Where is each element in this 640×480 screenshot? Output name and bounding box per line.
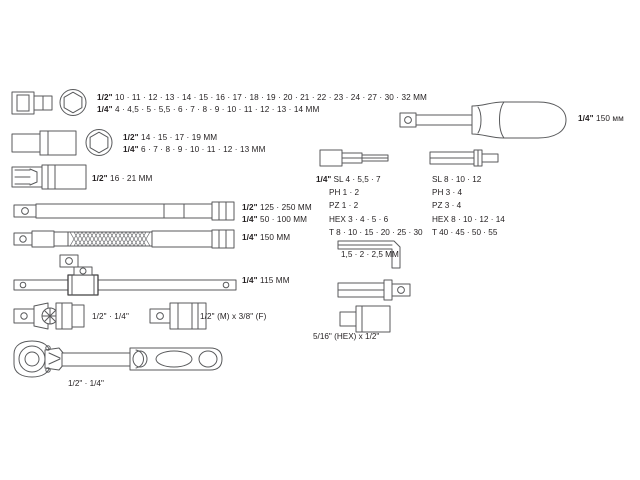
short-bit-row-ph: PH 1 · 2 — [329, 188, 360, 198]
socket-adapter-icon — [148, 300, 210, 332]
flexible-extension-spec: 1/4" 150 MM — [242, 232, 290, 244]
standard-socket-size-half: 1/2" — [97, 93, 113, 102]
bit-screwdriver-handle-icon — [398, 100, 570, 140]
deep-socket-size-quarter: 1/4" — [123, 144, 139, 154]
extension-bar-size-half: 1/2" — [242, 203, 258, 212]
short-bit-spec: 1/4" SL 4 · 5,5 · 7 PH 1 · 2 PZ 1 · 2 HE… — [316, 173, 423, 239]
flexible-extension-bar-icon — [12, 228, 236, 250]
deep-socket-end-view-icon — [84, 127, 114, 158]
extension-bar-values-half: 125 · 250 MM — [260, 203, 312, 212]
deep-socket-size-half: 1/2" — [123, 133, 139, 142]
sliding-t-bar-spec: 1/4" 115 MM — [242, 275, 290, 287]
long-bit-row-pz: PZ 3 · 4 — [432, 201, 462, 211]
bit-holder-icon — [336, 278, 412, 302]
extension-bar-icon — [12, 200, 236, 222]
sliding-t-bar-values: 115 MM — [260, 276, 290, 285]
hex-key-label: 1,5 · 2 · 2,5 MM — [341, 250, 399, 259]
spark-plug-socket-size: 1/2" — [92, 174, 108, 183]
universal-joint-label: 1/2" · 1/4" — [92, 312, 129, 321]
short-bit-row-pz: PZ 1 · 2 — [329, 201, 359, 211]
screwdriver-spec: 1/4" 150 мм — [578, 113, 624, 125]
short-bit-row-torx: T 8 · 10 · 15 · 20 · 25 · 30 — [329, 227, 423, 237]
standard-socket-size-quarter: 1/4" — [97, 104, 113, 114]
standard-socket-end-view-icon — [58, 87, 88, 118]
short-bit-row-sl: SL 4 · 5,5 · 7 — [333, 175, 381, 184]
extension-bar-spec: 1/2" 125 · 250 MM 1/4" 50 · 100 MM — [242, 202, 312, 225]
universal-joint-icon — [12, 300, 86, 332]
sliding-t-bar-size: 1/4" — [242, 276, 258, 285]
short-bit-row-hex: HEX 3 · 4 · 5 · 6 — [329, 214, 389, 224]
deep-socket-values-half: 14 · 15 · 17 · 19 MM — [141, 133, 218, 142]
long-bit-row-sl: SL 8 · 10 · 12 — [432, 175, 482, 184]
hex-adapter-label: 5/16" (HEX) x 1/2" — [313, 332, 380, 341]
long-bit-spec: SL 8 · 10 · 12 PH 3 · 4 PZ 3 · 4 HEX 8 ·… — [432, 173, 505, 239]
socket-adapter-label: 1/2" (M) x 3/8" (F) — [200, 312, 267, 321]
deep-socket-spec: 1/2" 14 · 15 · 17 · 19 MM 1/4" 6 · 7 · 8… — [123, 132, 266, 155]
hex-key-icon — [336, 238, 404, 270]
hex-to-square-adapter-icon — [338, 303, 394, 333]
long-bit-icon — [428, 146, 500, 170]
long-bit-row-hex: HEX 8 · 10 · 12 · 14 — [432, 214, 505, 224]
long-bit-row-ph: PH 3 · 4 — [432, 188, 463, 198]
flexible-extension-size: 1/4" — [242, 233, 258, 242]
flexible-extension-values: 150 MM — [260, 233, 291, 242]
spark-plug-socket-spec: 1/2" 16 · 21 MM — [92, 173, 152, 185]
spark-plug-socket-icon — [10, 163, 88, 191]
screwdriver-size: 1/4" — [578, 114, 594, 123]
short-bit-icon — [318, 146, 390, 170]
standard-socket-spec: 1/2" 10 · 11 · 12 · 13 · 14 · 15 · 16 · … — [97, 92, 427, 115]
standard-socket-values-quarter: 4 · 4,5 · 5 · 5,5 · 6 · 7 · 8 · 9 · 10 ·… — [115, 104, 320, 114]
ratchet-handle-label: 1/2" · 1/4" — [68, 379, 104, 388]
sliding-t-bar-icon — [12, 265, 237, 297]
standard-socket-icon — [10, 88, 54, 118]
deep-socket-icon — [10, 128, 78, 158]
extension-bar-size-quarter: 1/4" — [242, 214, 258, 224]
extension-bar-values-quarter: 50 · 100 MM — [260, 214, 308, 224]
ratchet-handle-icon — [12, 340, 224, 378]
screwdriver-length: 150 мм — [596, 114, 624, 123]
deep-socket-values-quarter: 6 · 7 · 8 · 9 · 10 · 11 · 12 · 13 MM — [141, 144, 266, 154]
standard-socket-values-half: 10 · 11 · 12 · 13 · 14 · 15 · 16 · 17 · … — [115, 93, 427, 102]
long-bit-row-torx: T 40 · 45 · 50 · 55 — [432, 227, 498, 237]
spark-plug-socket-values: 16 · 21 MM — [110, 174, 153, 183]
short-bit-size: 1/4" — [316, 175, 332, 184]
